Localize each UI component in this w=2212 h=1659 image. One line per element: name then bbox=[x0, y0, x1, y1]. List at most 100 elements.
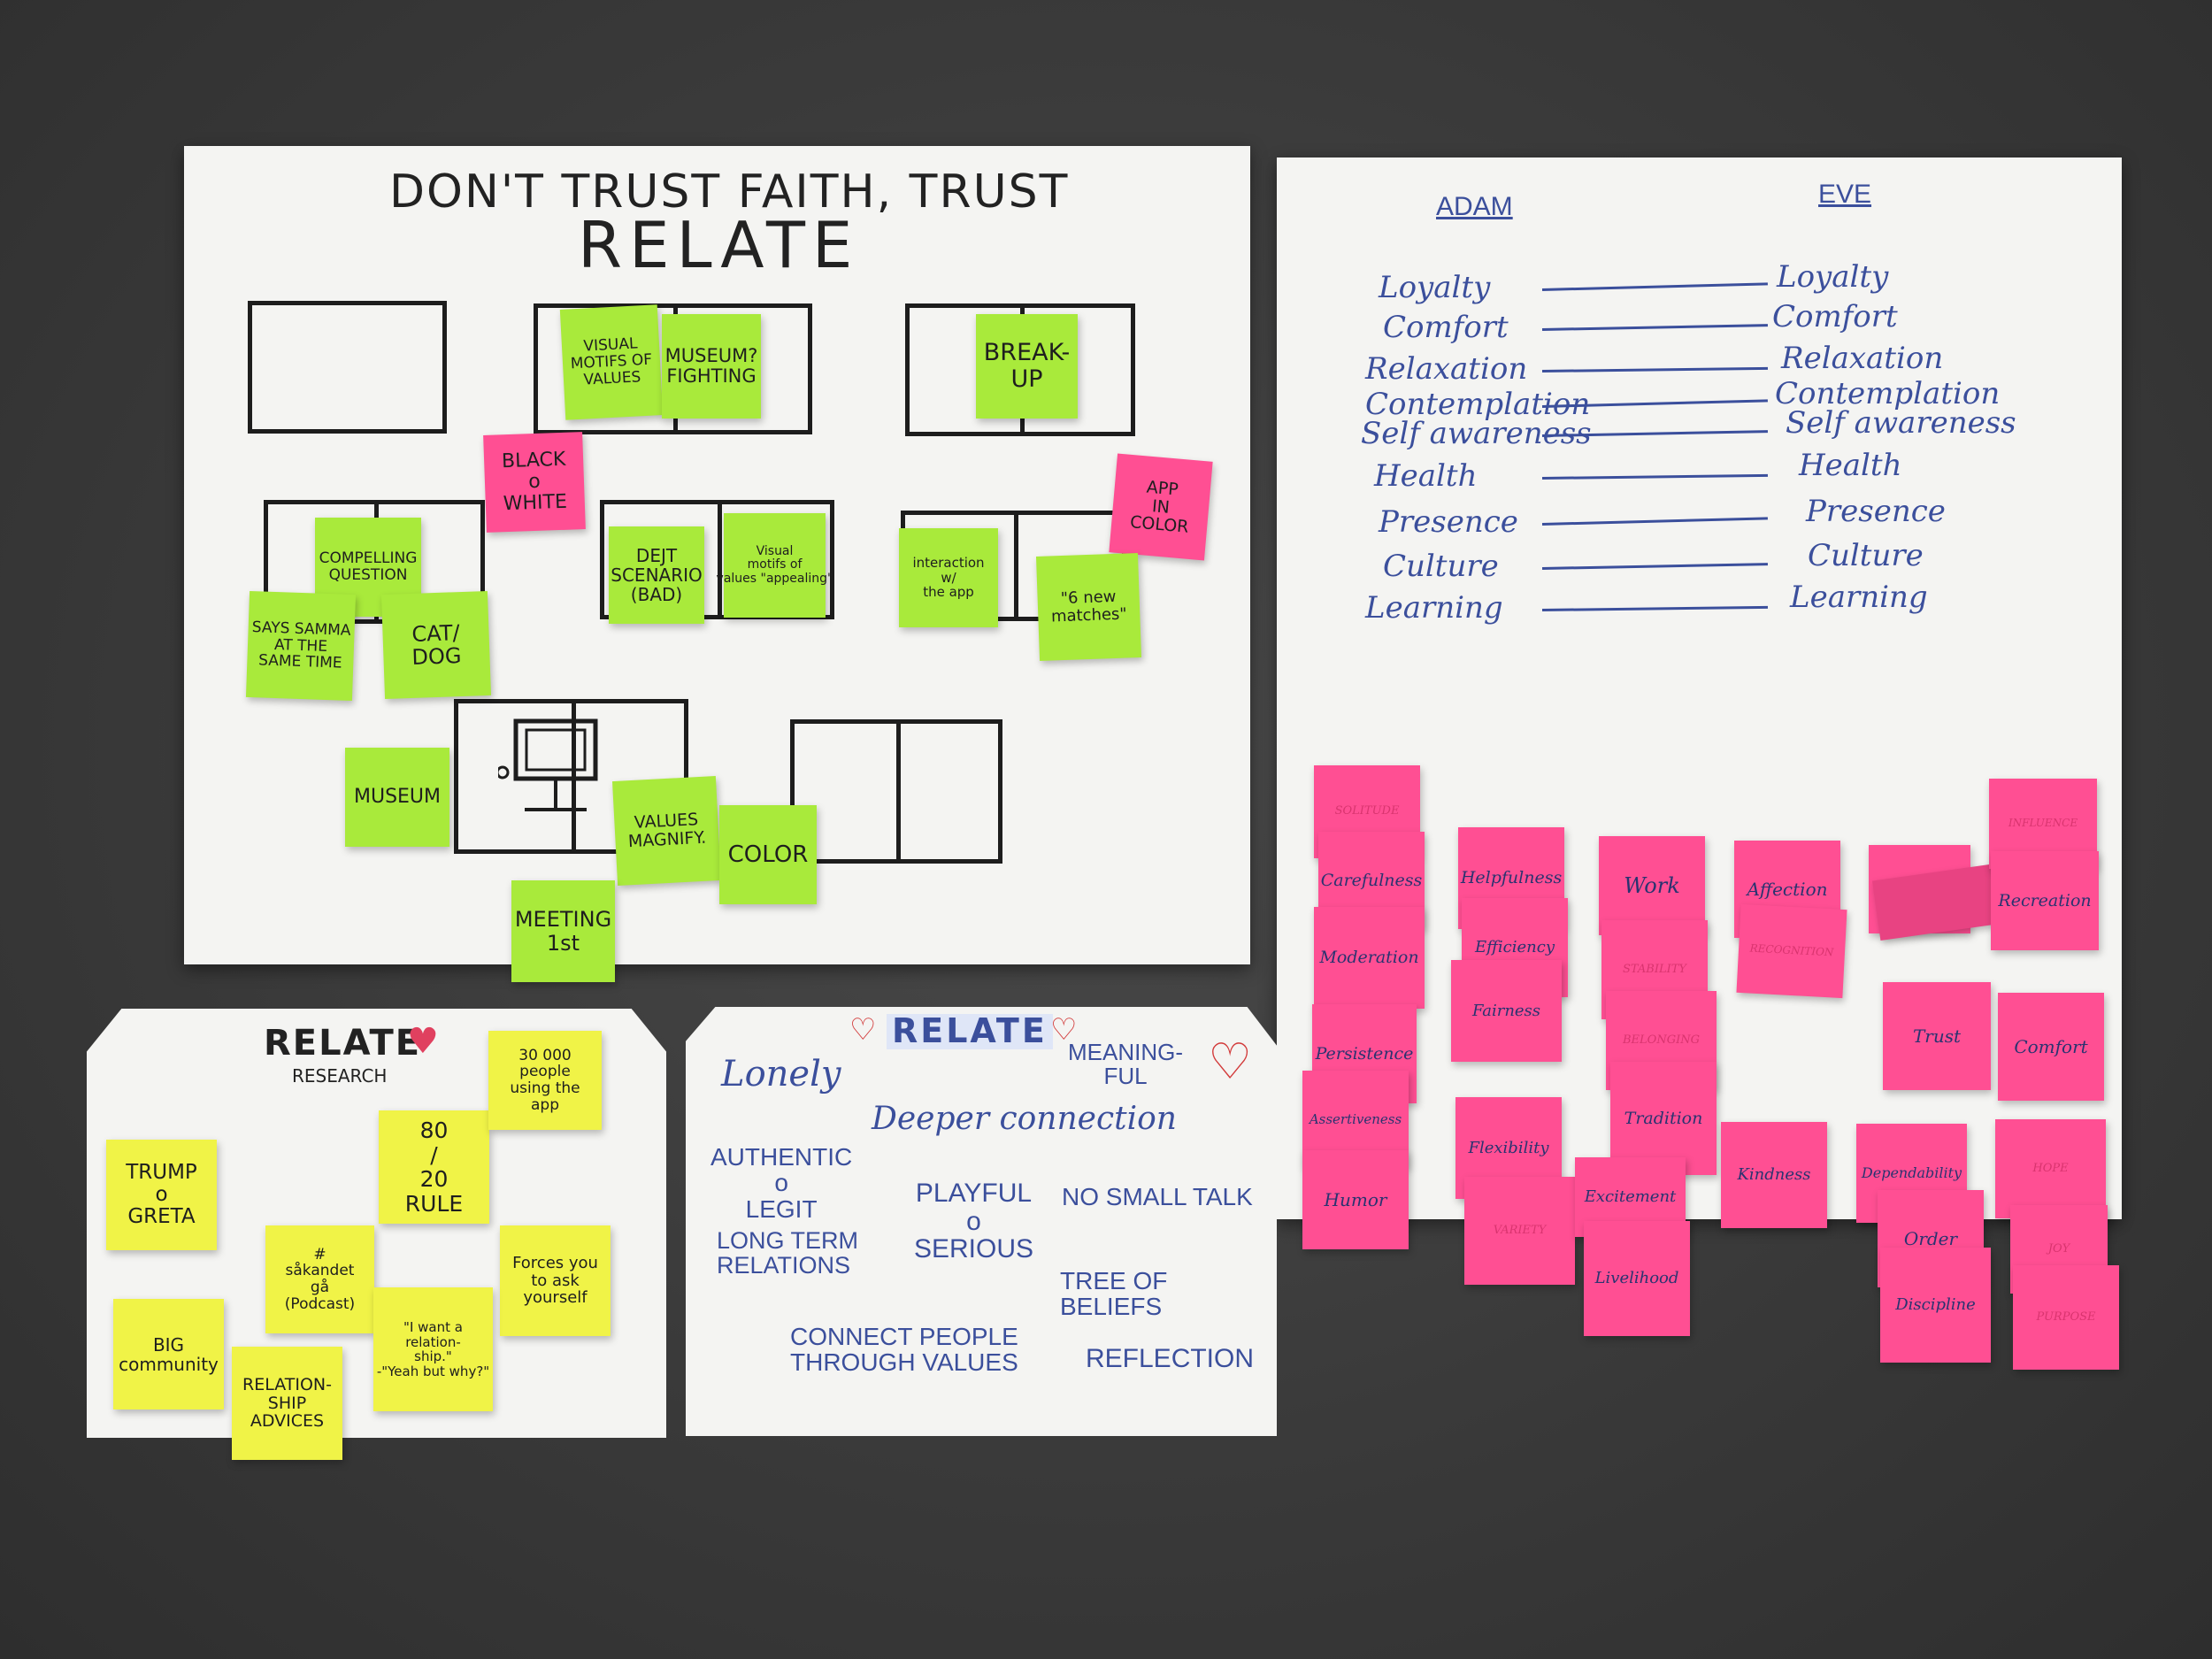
note-text: STABILITY bbox=[1623, 962, 1686, 976]
note-text: # såkandet gå (Podcast) bbox=[284, 1245, 356, 1313]
note-text: Dependability bbox=[1861, 1164, 1962, 1182]
note-text: Fairness bbox=[1471, 1001, 1541, 1020]
note-text: DEJT SCENARIO (BAD) bbox=[611, 545, 703, 605]
eve-value-item: Relaxation bbox=[1781, 341, 1944, 376]
pink-note-variety: VARIETY bbox=[1464, 1177, 1575, 1285]
keywords-paper: ♡ RELATE ♡ Lonely MEANING- FUL ♡ Deeper … bbox=[686, 1007, 1277, 1436]
note-text: Order bbox=[1903, 1228, 1958, 1249]
eve-label: EVE bbox=[1818, 180, 1872, 209]
adam-label: ADAM bbox=[1436, 192, 1513, 221]
note-text: Humor bbox=[1324, 1189, 1387, 1210]
value-link-line bbox=[1541, 517, 1768, 526]
note-text: Discipline bbox=[1895, 1295, 1976, 1315]
pink-note-kindness: Kindness bbox=[1721, 1122, 1827, 1228]
storyboard-title-line1: DON'T TRUST FAITH, TRUST bbox=[389, 165, 1070, 219]
research-subtitle: RESEARCH bbox=[292, 1065, 388, 1087]
pink-note-tradition: Tradition bbox=[1610, 1062, 1717, 1175]
note-text: CAT/ DOG bbox=[411, 619, 462, 670]
note-interaction: interaction w/ the app bbox=[899, 528, 998, 627]
heart-right-icon: ♡ bbox=[1050, 1012, 1078, 1048]
note-text: Efficiency bbox=[1475, 938, 1555, 957]
note-museum-fighting: MUSEUM? FIGHTING bbox=[662, 314, 761, 419]
note-forces-you: Forces you to ask yourself bbox=[500, 1225, 611, 1336]
pink-note-dependability: Dependability bbox=[1856, 1124, 1967, 1223]
note-values-magnifying: VALUES MAGNIFY. bbox=[611, 776, 722, 886]
pink-note-purpose: PURPOSE bbox=[2013, 1265, 2119, 1370]
note-text: COMPELLING QUESTION bbox=[319, 549, 418, 584]
note-text: Comfort bbox=[2014, 1036, 2088, 1057]
note-text: MUSEUM bbox=[353, 785, 442, 808]
heart-outline-icon: ♡ bbox=[1208, 1033, 1253, 1091]
keyword-connect-people: CONNECT PEOPLE THROUGH VALUES bbox=[790, 1323, 1018, 1377]
note-text: Visual motifs of values "appealing" bbox=[716, 543, 833, 586]
note-black-white: BLACK o WHITE bbox=[483, 432, 586, 533]
keyword-tree-of-beliefs: TREE OF BELIEFS bbox=[1060, 1267, 1168, 1321]
pink-note-recognition: RECOGNITION bbox=[1736, 903, 1847, 999]
note-text: APP IN COLOR bbox=[1129, 477, 1190, 538]
frame-divider bbox=[717, 504, 722, 615]
eve-value-item: Self awareness bbox=[1786, 405, 2016, 441]
note-text: PURPOSE bbox=[2036, 1310, 2096, 1324]
note-trump-greta: TRUMP o GRETA bbox=[106, 1140, 217, 1250]
value-link-line bbox=[1541, 563, 1768, 570]
note-text: MUSEUM? FIGHTING bbox=[664, 344, 758, 387]
note-museum: MUSEUM bbox=[345, 748, 449, 847]
value-link-line bbox=[1541, 324, 1768, 331]
note-text: Recreation bbox=[1998, 890, 2092, 910]
pink-note-recreation: Recreation bbox=[1991, 851, 2099, 950]
frame-1 bbox=[248, 301, 447, 434]
note-text: VISUAL MOTIFS OF VALUES bbox=[570, 334, 653, 389]
frame-divider bbox=[1013, 515, 1018, 617]
note-app-in-color: APP IN COLOR bbox=[1109, 453, 1213, 561]
note-text: Forces you to ask yourself bbox=[512, 1253, 598, 1308]
keyword-authentic-legit: AUTHENTIC o LEGIT bbox=[710, 1143, 853, 1223]
adam-value-item: Relaxation bbox=[1365, 351, 1528, 387]
note-text: "I want a relation- ship." -"Yeah but wh… bbox=[376, 1319, 490, 1379]
note-text: Kindness bbox=[1737, 1165, 1811, 1185]
eve-value-item: Health bbox=[1799, 448, 1902, 483]
note-text: SAYS SAMMA AT THE SAME TIME bbox=[251, 618, 351, 672]
adam-value-item: Comfort bbox=[1383, 310, 1509, 345]
pink-note-comfort: Comfort bbox=[1998, 993, 2104, 1101]
eve-value-item: Comfort bbox=[1772, 299, 1898, 334]
research-title: RELATE bbox=[264, 1023, 422, 1064]
note-meeting-1st: MEETING 1st bbox=[511, 880, 615, 982]
note-text: RELATION- SHIP ADVICES bbox=[242, 1374, 332, 1432]
note-visual-motifs: VISUAL MOTIFS OF VALUES bbox=[559, 304, 664, 420]
keywords-title: RELATE bbox=[887, 1013, 1053, 1049]
adam-value-item: Loyalty bbox=[1379, 270, 1491, 305]
note-text: Livelihood bbox=[1594, 1269, 1679, 1288]
note-text: Excitement bbox=[1584, 1187, 1677, 1207]
eve-value-item: Learning bbox=[1790, 580, 1928, 615]
note-text: BELONGING bbox=[1623, 1033, 1700, 1047]
note-text: Helpfulness bbox=[1460, 868, 1563, 888]
pink-note-hope: HOPE bbox=[1995, 1119, 2106, 1218]
note-want-relationship: "I want a relation- ship." -"Yeah but wh… bbox=[373, 1287, 493, 1411]
adam-value-item: Presence bbox=[1379, 504, 1518, 540]
note-text: MEETING 1st bbox=[514, 907, 612, 956]
note-text: 80 / 20 RULE bbox=[404, 1118, 464, 1217]
note-text: Affection bbox=[1747, 879, 1828, 900]
note-text: Moderation bbox=[1319, 948, 1419, 968]
note-text: TRUMP o GRETA bbox=[126, 1160, 197, 1229]
value-link-line bbox=[1541, 366, 1768, 373]
heart-logo-icon: ♥ bbox=[407, 1021, 439, 1062]
value-link-line bbox=[1541, 605, 1768, 611]
pink-note-fairness: Fairness bbox=[1451, 960, 1562, 1062]
keyword-playful-serious: PLAYFUL o SERIOUS bbox=[914, 1179, 1034, 1263]
note-text: Assertiveness bbox=[1309, 1110, 1402, 1127]
note-text: RECOGNITION bbox=[1749, 941, 1834, 959]
note-text: JOY bbox=[2047, 1241, 2070, 1256]
note-text: VALUES MAGNIFY. bbox=[627, 810, 707, 852]
note-text: Persistence bbox=[1315, 1043, 1414, 1064]
frame-8 bbox=[790, 719, 1002, 864]
keyword-reflection: REFLECTION bbox=[1086, 1344, 1255, 1373]
note-dejt-scenario: DEJT SCENARIO (BAD) bbox=[609, 526, 704, 624]
pink-note-livelihood: Livelihood bbox=[1584, 1221, 1690, 1336]
note-text: BREAK- UP bbox=[983, 339, 1071, 393]
note-text: Tradition bbox=[1624, 1108, 1703, 1128]
note-break-up: BREAK- UP bbox=[976, 314, 1078, 419]
note-text: BLACK o WHITE bbox=[501, 448, 568, 516]
value-link-line bbox=[1541, 282, 1768, 291]
eve-value-item: Presence bbox=[1806, 494, 1946, 529]
